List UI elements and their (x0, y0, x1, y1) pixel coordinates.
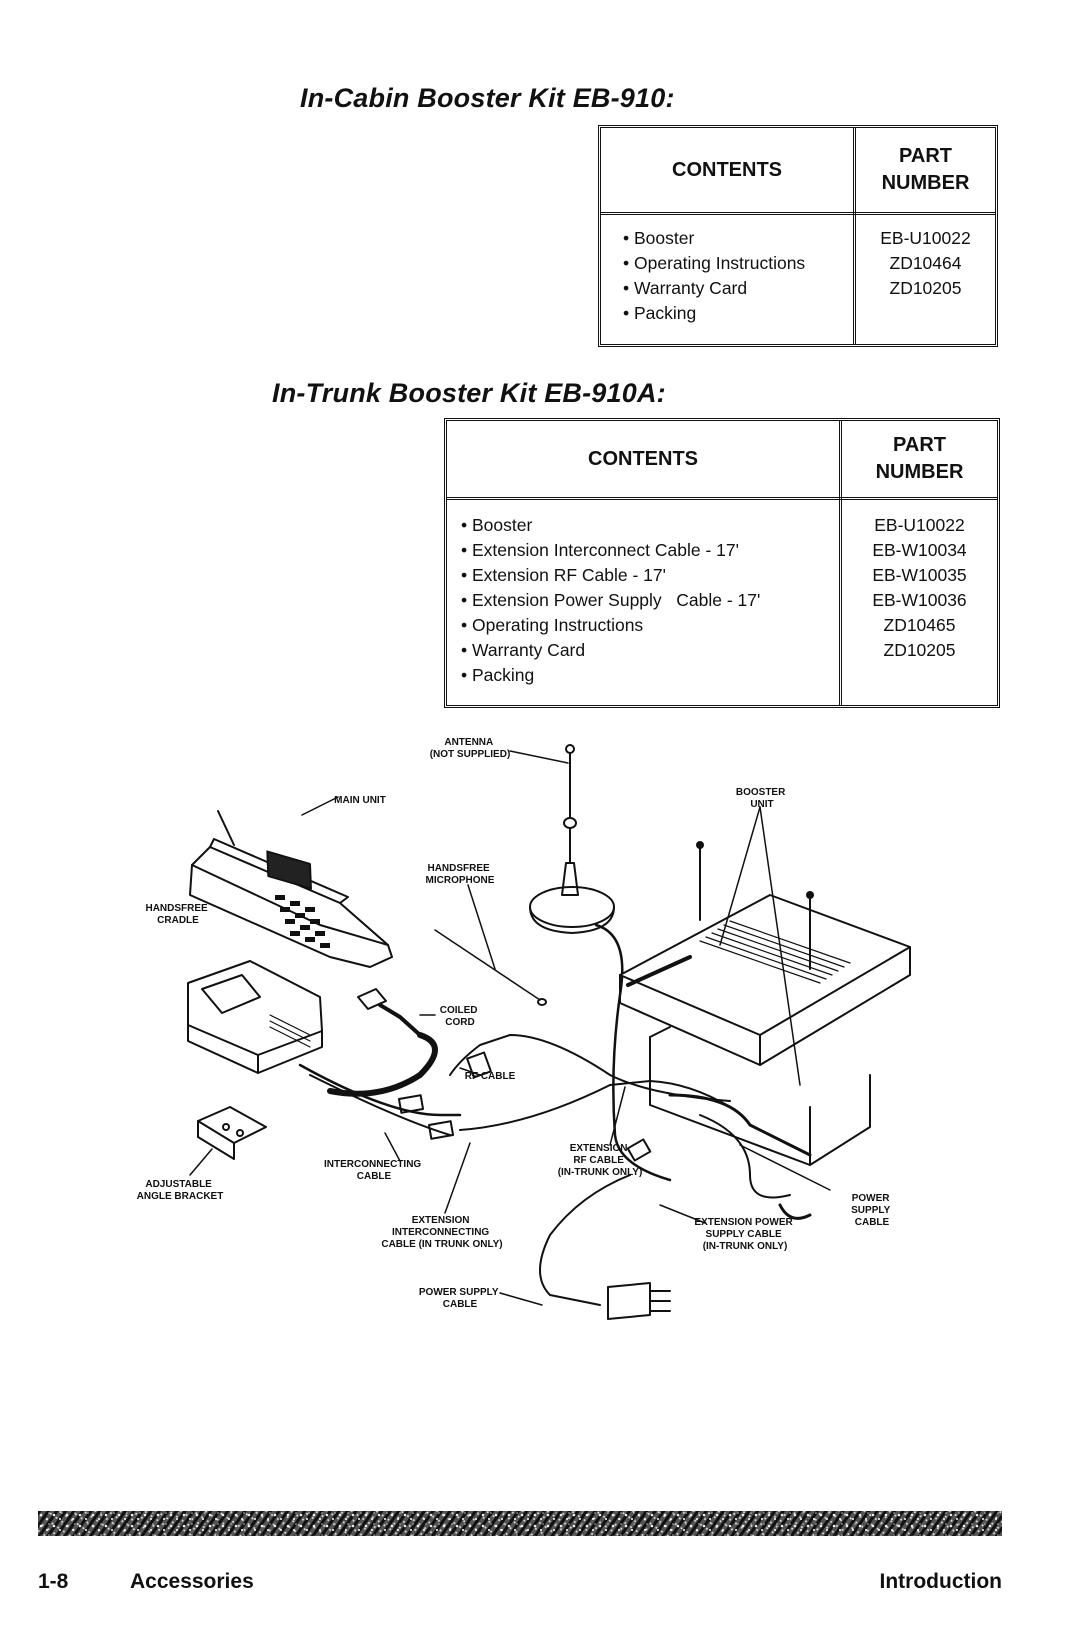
list-item: • Packing (623, 303, 697, 323)
label-booster-unit: BOOSTER UNIT (736, 787, 788, 810)
contents-list: • Booster • Operating Instructions • War… (623, 226, 805, 326)
adjustable-angle-bracket-icon (197, 1106, 267, 1160)
antenna-icon (529, 744, 615, 934)
power-supply-plug-icon (607, 1282, 671, 1320)
list-item: • Operating Instructions (461, 615, 644, 635)
list-item: • Extension Interconnect Cable - 17' (461, 540, 739, 560)
list-item: • Operating Instructions (623, 253, 806, 273)
label-power-supply-cable-right: POWER SUPPLY CABLE (851, 1193, 893, 1228)
label-coiled-cord: COILED CORD (440, 1005, 481, 1028)
label-power-supply-cable-bottom: POWER SUPPLY CABLE (419, 1287, 501, 1310)
part-number: ZD10465 (883, 615, 956, 635)
label-antenna: ANTENNA (NOT SUPPLIED) (430, 737, 511, 760)
handsfree-microphone-icon (434, 929, 547, 1006)
part-number: ZD10205 (883, 640, 956, 660)
header-contents: CONTENTS (672, 158, 782, 181)
part-number: EB-U10022 (874, 515, 965, 535)
contents-list: • Booster • Extension Interconnect Cable… (461, 513, 760, 688)
list-item: • Booster (623, 228, 695, 248)
part-number: EB-U10022 (880, 228, 971, 248)
page-number: 1-8 (38, 1570, 69, 1593)
label-interconnecting-cable: INTERCONNECTING CABLE (324, 1159, 424, 1182)
coiled-cord-icon (327, 988, 438, 1097)
contents-table-in-trunk: CONTENTS PART NUMBER • Booster • Extensi… (444, 418, 1000, 708)
footer-texture-band (38, 1511, 1002, 1536)
booster-unit-icon (619, 841, 911, 1166)
label-handsfree-microphone: HANDSFREE MICROPHONE (426, 863, 495, 886)
label-main-unit: MAIN UNIT (334, 795, 386, 806)
table-header (601, 128, 995, 215)
handsfree-cradle-icon (187, 960, 323, 1074)
list-item: • Extension Power Supply Cable - 17' (461, 590, 761, 610)
list-item: • Warranty Card (623, 278, 748, 298)
label-adjustable-angle-bracket: ADJUSTABLE ANGLE BRACKET (137, 1179, 224, 1202)
label-extension-rf-cable: EXTENSION RF CABLE (IN-TRUNK ONLY) (558, 1143, 643, 1178)
column-divider (853, 128, 856, 344)
label-handsfree-cradle: HANDSFREE CRADLE (145, 903, 210, 926)
contents-table-in-cabin: CONTENTS PART NUMBER • Booster • Operati… (598, 125, 998, 347)
header-part-number: PART NUMBER (881, 145, 970, 194)
column-divider (839, 421, 842, 705)
part-number: EB-W10035 (872, 565, 967, 585)
part-number-list: EB-U10022 ZD10464 ZD10205 (856, 226, 995, 301)
part-number-list: EB-U10022 EB-W10034 EB-W10035 EB-W10036 … (842, 513, 997, 663)
header-part-number: PART NUMBER (875, 434, 964, 483)
installation-diagram: ANTENNA (NOT SUPPLIED) MAIN UNIT BOOSTER… (137, 737, 911, 1320)
part-number: EB-W10036 (872, 590, 967, 610)
label-extension-interconnecting-cable: EXTENSION INTERCONNECTING CABLE (IN TRUN… (381, 1215, 502, 1250)
kit-title-in-trunk: In-Trunk Booster Kit EB-910A: (272, 378, 666, 408)
main-unit-icon (189, 810, 393, 968)
list-item: • Warranty Card (461, 640, 586, 660)
part-number: EB-W10034 (872, 540, 967, 560)
table-header (447, 421, 997, 500)
list-item: • Extension RF Cable - 17' (461, 565, 666, 585)
header-contents: CONTENTS (588, 447, 698, 470)
list-item: • Packing (461, 665, 535, 685)
kit-title-in-cabin: In-Cabin Booster Kit EB-910: (300, 83, 675, 113)
label-extension-power-supply-cable: EXTENSION POWER SUPPLY CABLE (IN-TRUNK O… (694, 1217, 795, 1252)
part-number: ZD10464 (889, 253, 962, 273)
label-rf-cable: RF CABLE (465, 1071, 516, 1082)
part-number: ZD10205 (889, 278, 962, 298)
list-item: • Booster (461, 515, 533, 535)
chapter-title: Introduction (879, 1570, 1002, 1593)
section-title: Accessories (130, 1570, 254, 1593)
